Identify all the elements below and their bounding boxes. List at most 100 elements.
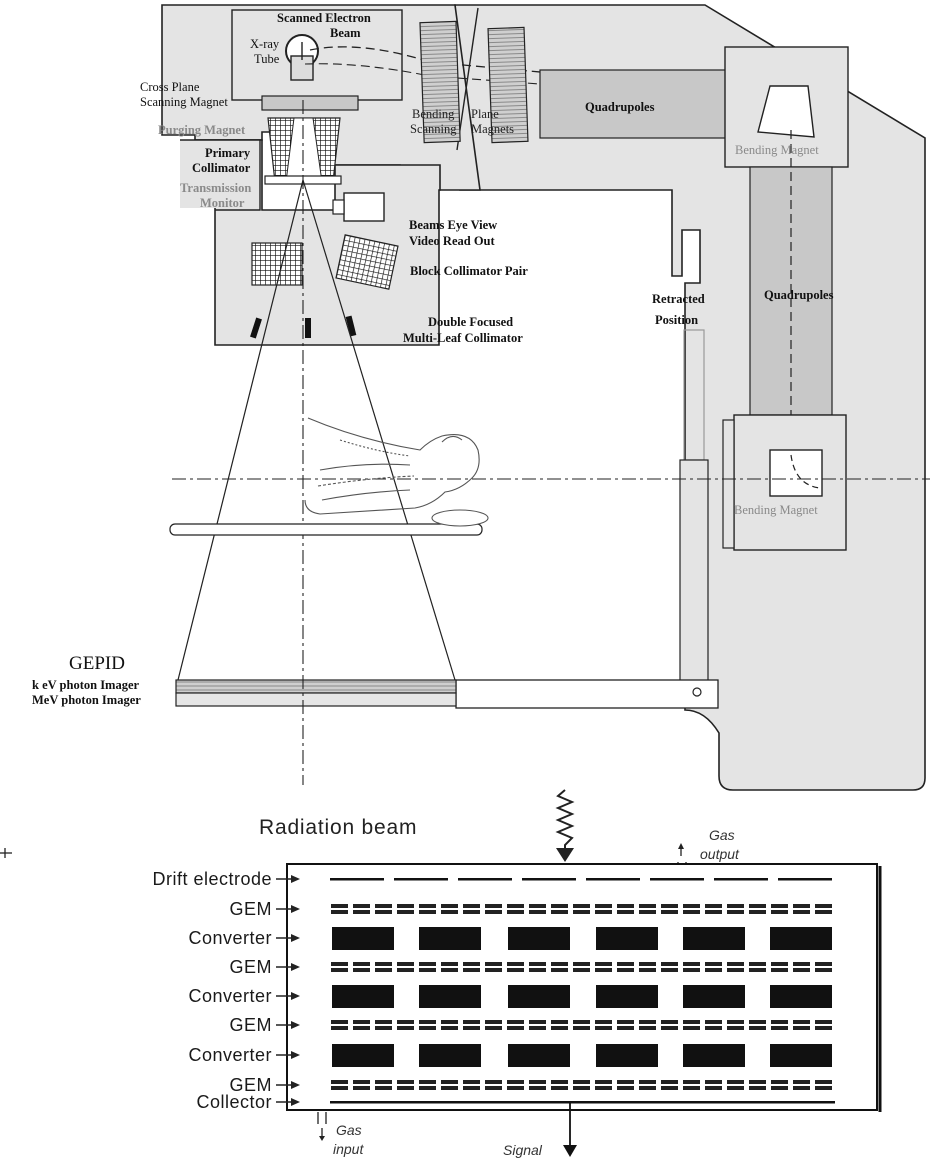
converter-block: [508, 927, 570, 950]
gem-hole-top: [749, 962, 766, 966]
label-primary-1: Primary: [205, 146, 251, 160]
gem-hole-bottom: [749, 968, 766, 972]
gem-hole-top: [375, 904, 392, 908]
gem-hole-bottom: [661, 910, 678, 914]
gem-hole-bottom: [485, 968, 502, 972]
gem-hole-bottom: [815, 1086, 832, 1090]
gem-hole-top: [617, 962, 634, 966]
label-xray-2: Tube: [254, 52, 280, 66]
gem-hole-top: [463, 904, 480, 908]
drift-electrode-segment: [650, 878, 704, 881]
gem-hole-bottom: [749, 910, 766, 914]
gem-hole-bottom: [397, 1086, 414, 1090]
gem-hole-top: [485, 962, 502, 966]
collector-plate: [330, 1101, 835, 1104]
drift-electrode-segment: [586, 878, 640, 881]
converter-block: [508, 985, 570, 1008]
gem-hole-top: [463, 1020, 480, 1024]
converter-block: [419, 1044, 481, 1067]
gem-hole-top: [419, 1020, 436, 1024]
label-transmission-2: Monitor: [200, 196, 245, 210]
gem-hole-top: [463, 1080, 480, 1084]
gem-hole-bottom: [529, 910, 546, 914]
gem-hole-top: [705, 1020, 722, 1024]
layer-label-4: Converter: [188, 986, 272, 1006]
pivot: [693, 688, 701, 696]
label-scanned-electron-1: Scanned Electron: [277, 11, 371, 25]
gem-hole-top: [463, 962, 480, 966]
gem-hole-bottom: [507, 1086, 524, 1090]
gem-hole-bottom: [661, 1086, 678, 1090]
gem-hole-top: [441, 1080, 458, 1084]
beams-eye-camera: [344, 193, 384, 221]
layer-label-6: Converter: [188, 1045, 272, 1065]
drift-electrode-segment: [330, 878, 384, 881]
label-double-focused-1: Double Focused: [428, 315, 513, 329]
gem-hole-bottom: [331, 968, 348, 972]
gem-hole-top: [331, 904, 348, 908]
gem-hole-top: [551, 962, 568, 966]
gem-hole-top: [573, 1020, 590, 1024]
gem-hole-top: [485, 1020, 502, 1024]
layer-label-2: Converter: [188, 928, 272, 948]
gem-hole-bottom: [815, 910, 832, 914]
label-block-collimator: Block Collimator Pair: [410, 264, 528, 278]
gem-hole-bottom: [771, 1086, 788, 1090]
gem-hole-bottom: [375, 1086, 392, 1090]
label-plane-2: Magnets: [471, 122, 514, 136]
gem-hole-top: [419, 1080, 436, 1084]
gem-hole-bottom: [507, 968, 524, 972]
gem-detector-schematic: Radiation beam Gas output Drift electrod…: [0, 790, 880, 1158]
mlc-leaf: [305, 318, 311, 338]
gem-hole-bottom: [705, 1086, 722, 1090]
label-bending-2: Scanning: [410, 122, 457, 136]
gem-hole-top: [397, 962, 414, 966]
gem-hole-top: [595, 1080, 612, 1084]
radiation-wave: [558, 790, 572, 852]
label-retracted-2: Position: [655, 313, 698, 327]
retracted-arm: [680, 460, 708, 682]
gem-hole-top: [749, 1020, 766, 1024]
gem-hole-bottom: [441, 1026, 458, 1030]
gem-hole-bottom: [749, 1086, 766, 1090]
label-gepid: GEPID: [69, 653, 125, 674]
gem-hole-top: [529, 1020, 546, 1024]
gem-hole-top: [595, 904, 612, 908]
gem-hole-bottom: [639, 910, 656, 914]
gem-hole-bottom: [705, 910, 722, 914]
gem-hole-top: [705, 904, 722, 908]
label-gas-output-2: output: [700, 846, 740, 862]
label-purging-magnet: Purging Magnet: [158, 123, 246, 137]
gem-hole-bottom: [463, 1026, 480, 1030]
gem-hole-bottom: [353, 1086, 370, 1090]
label-kev-imager: k eV photon Imager: [32, 678, 140, 692]
gem-hole-top: [815, 1020, 832, 1024]
gem-hole-top: [705, 1080, 722, 1084]
label-gas-input-1: Gas: [336, 1122, 362, 1138]
gem-hole-bottom: [485, 1026, 502, 1030]
gem-hole-top: [793, 1080, 810, 1084]
gem-hole-bottom: [485, 910, 502, 914]
gem-hole-top: [485, 1080, 502, 1084]
gem-hole-top: [683, 904, 700, 908]
gem-hole-top: [353, 1020, 370, 1024]
gem-hole-bottom: [595, 1026, 612, 1030]
gem-hole-bottom: [705, 1026, 722, 1030]
converter-block: [770, 927, 832, 950]
label-plane-1: Plane: [471, 107, 499, 121]
gem-hole-bottom: [353, 968, 370, 972]
gem-hole-top: [397, 1020, 414, 1024]
layer-label-3: GEM: [229, 957, 272, 977]
converter-block: [770, 985, 832, 1008]
patient-figure: [305, 418, 488, 526]
converter-block: [770, 1044, 832, 1067]
gem-hole-bottom: [683, 910, 700, 914]
gem-hole-bottom: [639, 1026, 656, 1030]
gem-hole-bottom: [463, 910, 480, 914]
drift-electrode-segment: [778, 878, 832, 881]
gem-hole-top: [683, 1020, 700, 1024]
converter-block: [419, 985, 481, 1008]
gem-hole-bottom: [793, 910, 810, 914]
gem-hole-top: [749, 904, 766, 908]
